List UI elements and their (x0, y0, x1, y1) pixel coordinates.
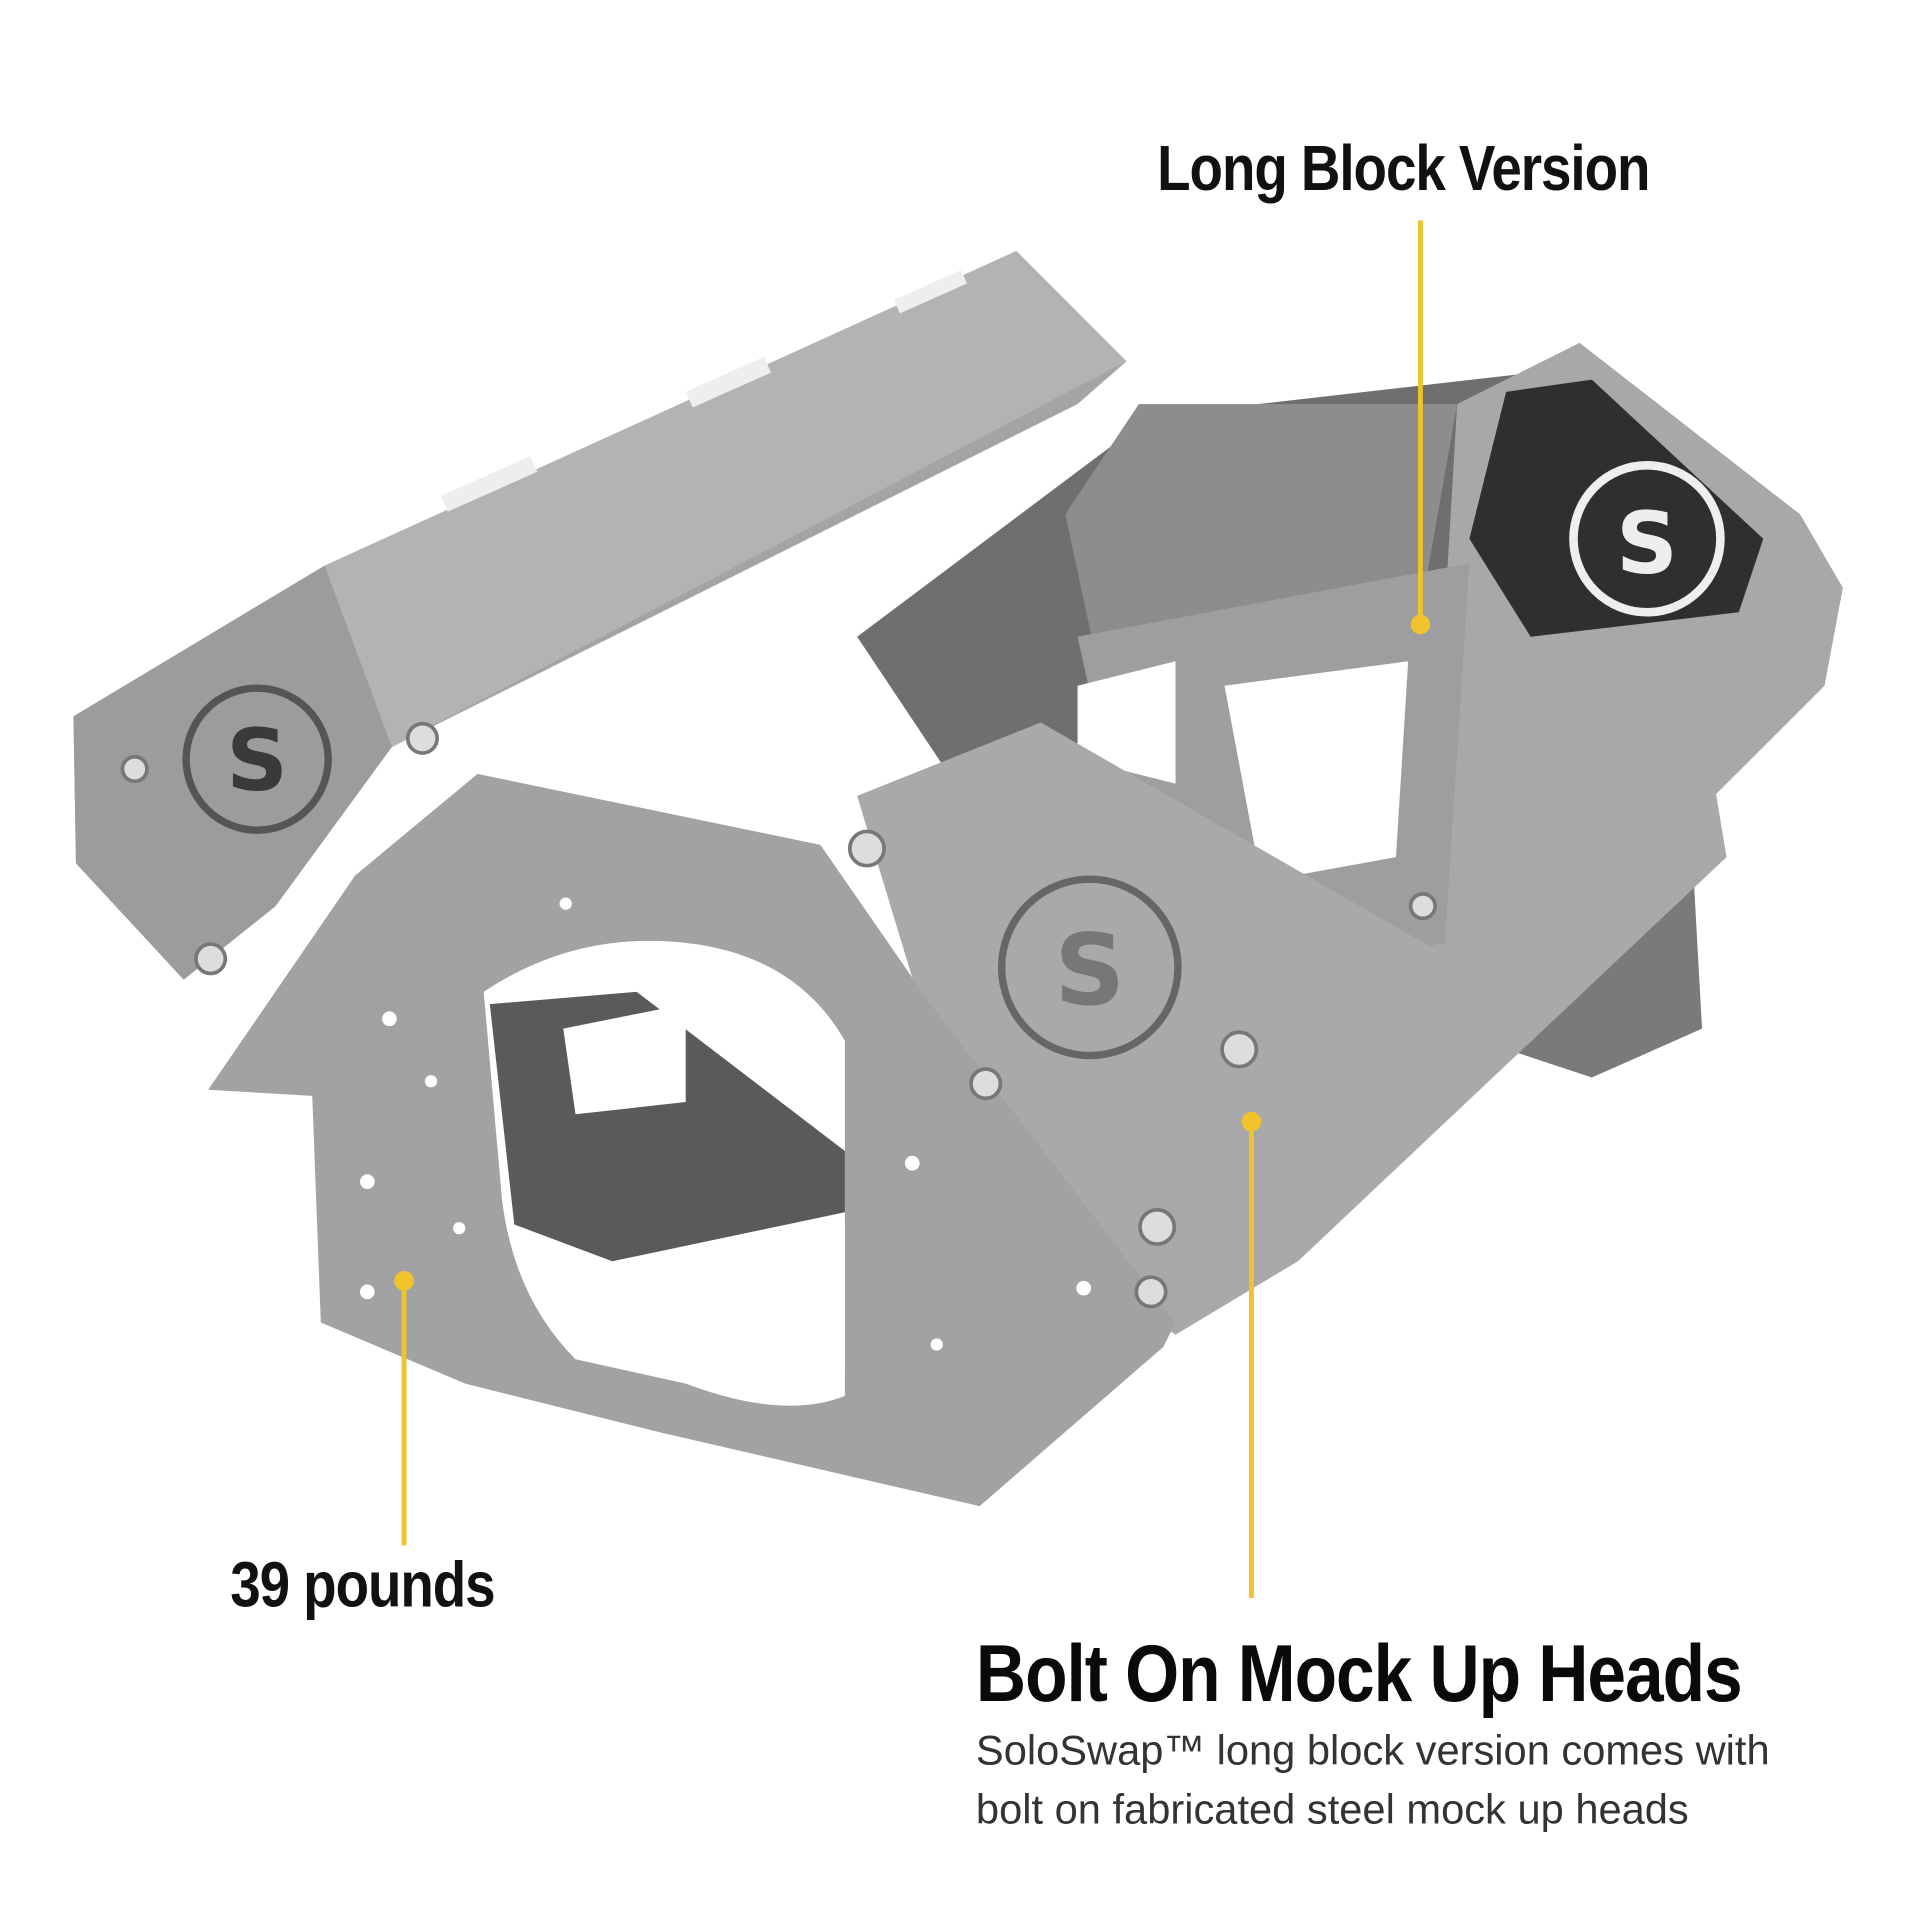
logo-icon (1569, 461, 1725, 617)
weight-label: 39 pounds (230, 1550, 495, 1622)
logo-icon (997, 875, 1182, 1060)
block-frame: S (847, 722, 1727, 1335)
left-mock-up-head: S (73, 251, 1127, 980)
headline: Bolt On Mock Up Heads (975, 1627, 1743, 1718)
front-plate (208, 773, 1176, 1507)
description-line-1: SoloSwap™ long block version comes with (975, 1727, 1770, 1775)
long-block-version-label: Long Block Version (1157, 133, 1650, 205)
logo-icon (182, 684, 332, 834)
callout-weight (394, 1271, 414, 1546)
svg-text:S: S (1055, 914, 1126, 1028)
callout-long-block (1410, 220, 1431, 635)
svg-text:S: S (1616, 494, 1678, 594)
svg-text:S: S (226, 711, 288, 811)
right-mock-up-head: S (1065, 342, 1843, 968)
description: SoloSwap™ long block version comes with … (976, 1722, 1770, 1840)
callout-heads (1241, 1111, 1262, 1598)
description-line-2: bolt on fabricated steel mock up heads (975, 1786, 1689, 1834)
